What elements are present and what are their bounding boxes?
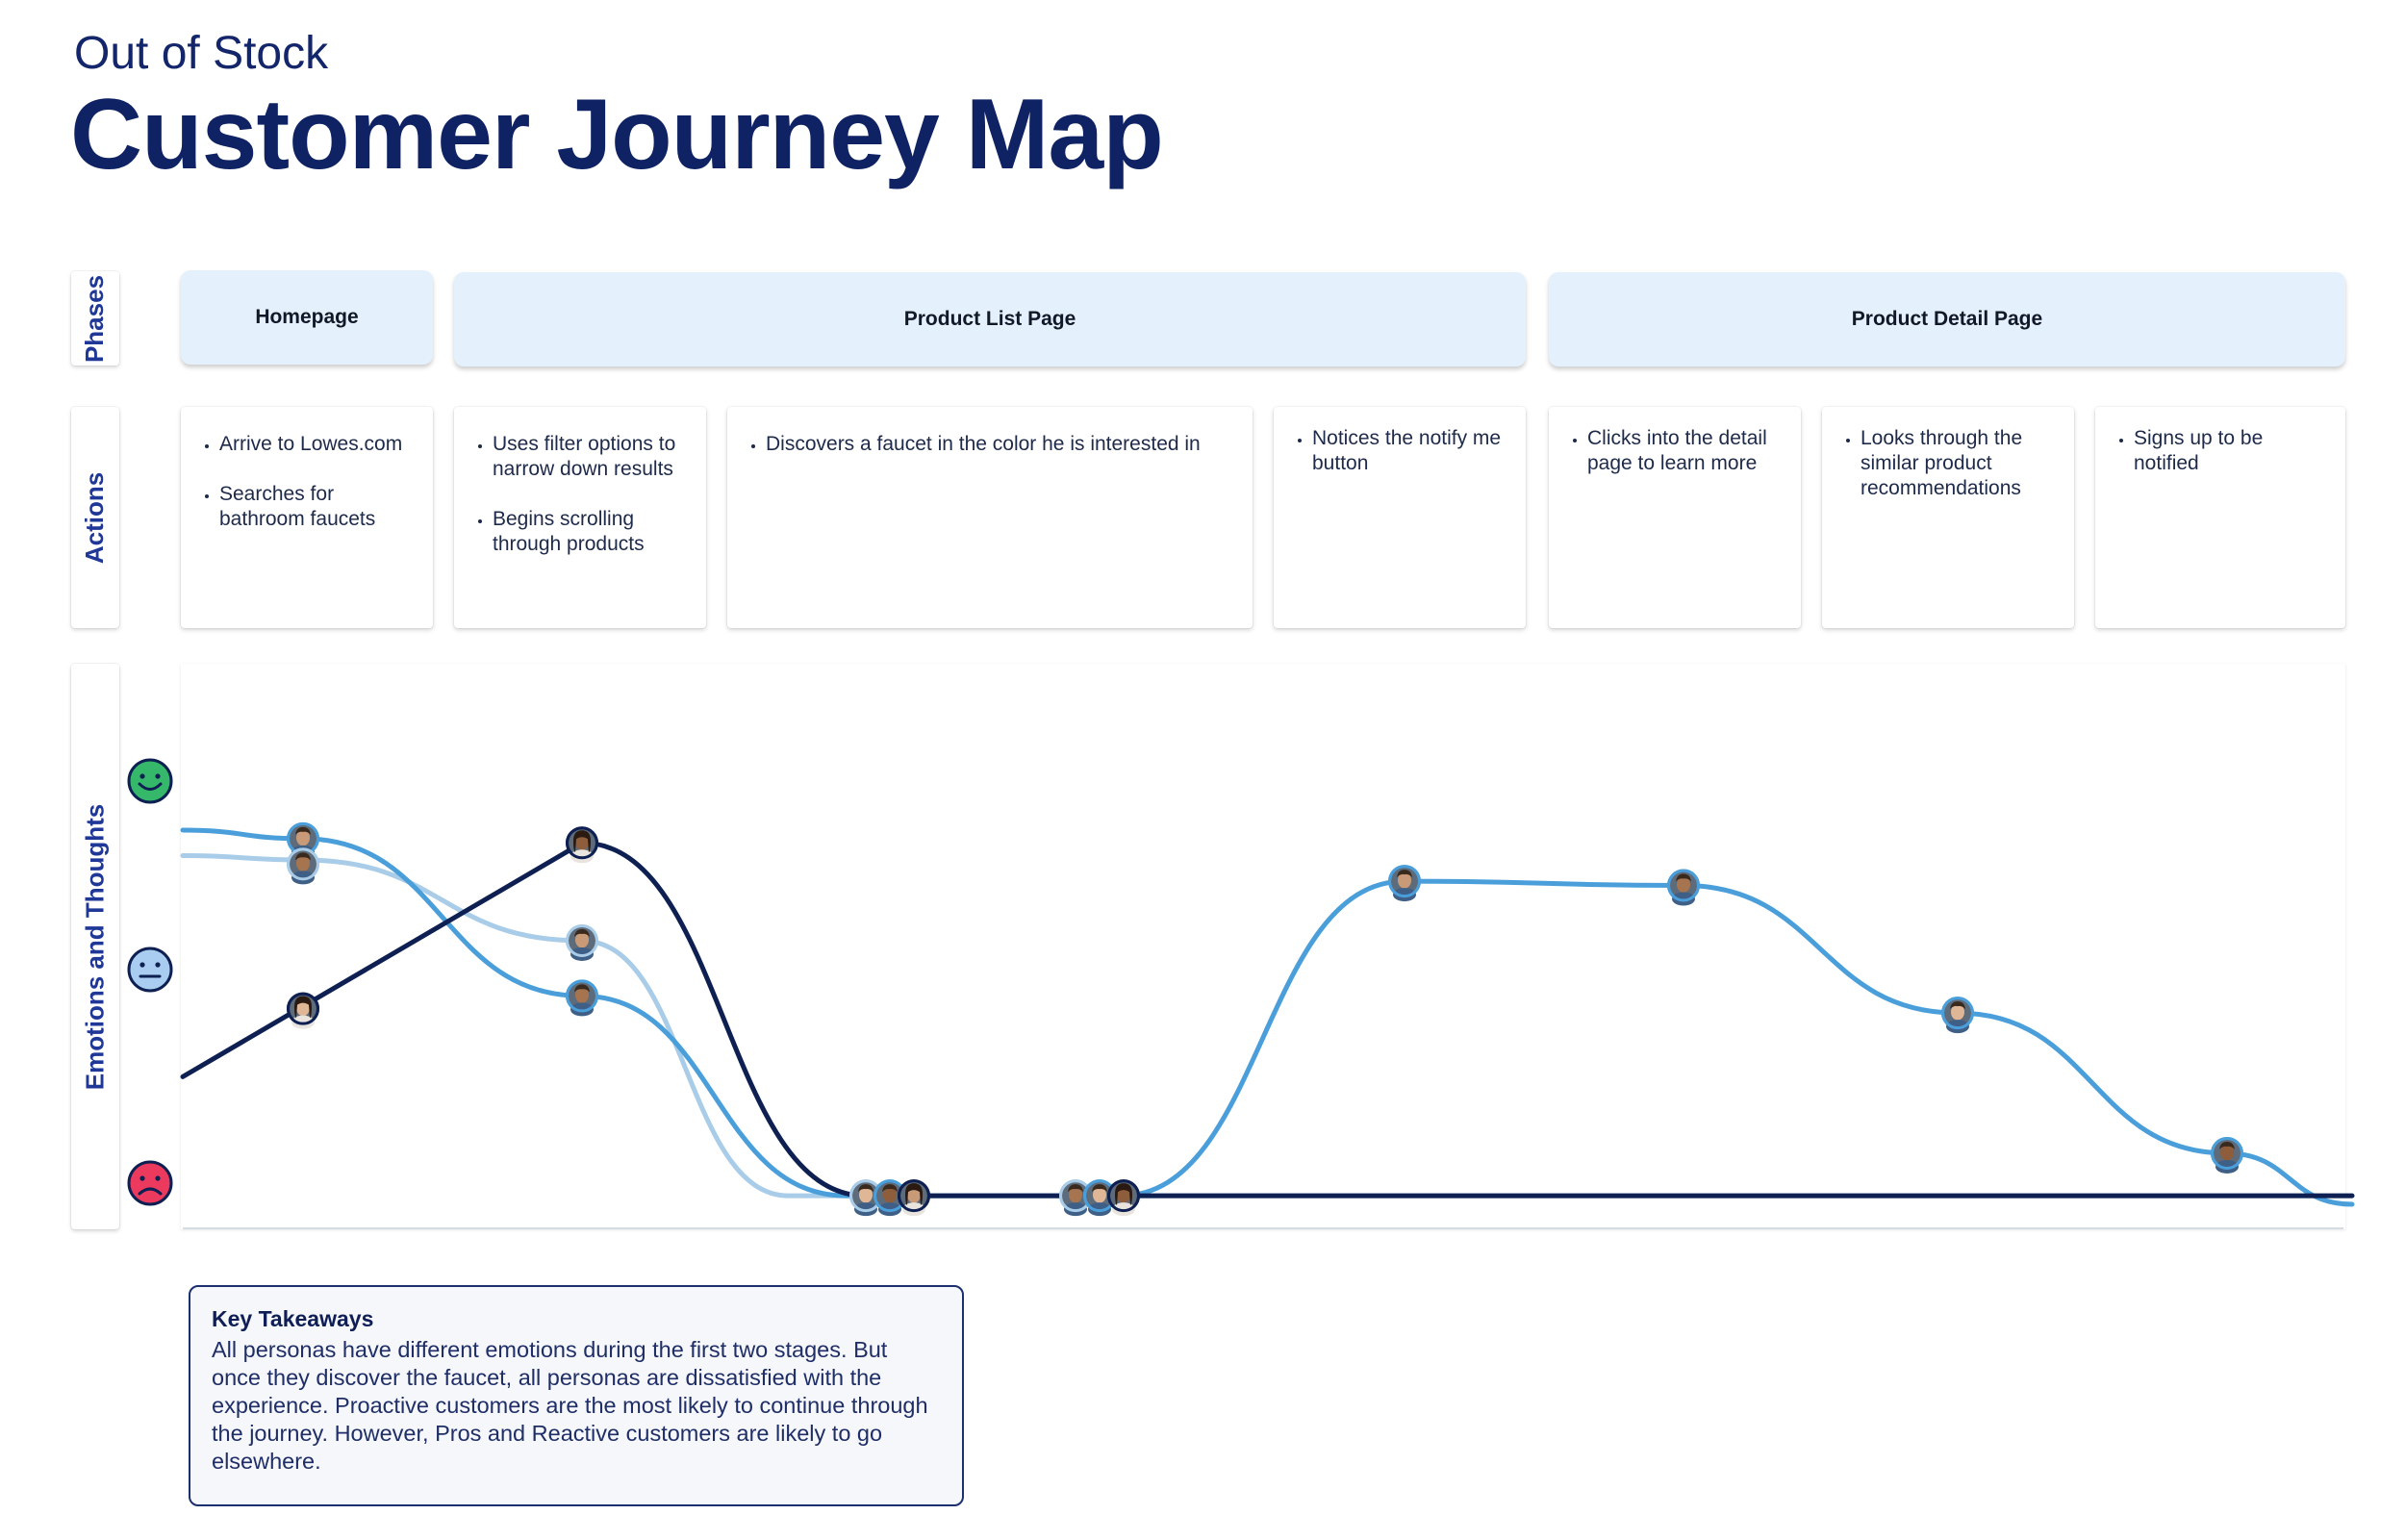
persona-avatar (898, 1179, 930, 1217)
action-item: Clicks into the detail page to learn mor… (1587, 426, 1787, 476)
page-title: Customer Journey Map (70, 79, 1164, 190)
action-card: Signs up to be notified (2095, 407, 2345, 628)
neutral-face-icon (127, 947, 173, 993)
persona-avatar (287, 992, 319, 1029)
row-label-actions: Actions (71, 407, 119, 628)
action-card: Notices the notify me button (1274, 407, 1526, 628)
action-item: Uses filter options to narrow down resul… (493, 432, 693, 482)
action-card: Discovers a faucet in the color he is in… (727, 407, 1253, 628)
persona-avatar (849, 1179, 882, 1217)
action-item: Searches for bathroom faucets (219, 482, 419, 532)
action-card: Looks through the similar product recomm… (1822, 407, 2074, 628)
happy-face-icon (127, 758, 173, 804)
persona-avatar (1941, 997, 1974, 1034)
emotion-chart-panel (181, 664, 2345, 1229)
persona-avatar (1107, 1179, 1140, 1217)
action-card: Arrive to Lowes.com Searches for bathroo… (181, 407, 433, 628)
row-label-emotions: Emotions and Thoughts (71, 664, 119, 1229)
row-label-phases: Phases (71, 271, 119, 366)
persona-avatar (1667, 869, 1700, 906)
sad-face-icon (127, 1160, 173, 1206)
persona-avatar (2211, 1136, 2243, 1174)
action-card: Uses filter options to narrow down resul… (454, 407, 706, 628)
action-item: Looks through the similar product recomm… (1861, 426, 2061, 501)
persona-avatar (287, 847, 319, 885)
emotion-curve (180, 827, 2355, 1207)
persona-avatar (566, 826, 598, 864)
page-subtitle: Out of Stock (74, 28, 329, 79)
persona-avatar (1388, 865, 1421, 902)
persona-avatar (566, 979, 598, 1017)
action-item: Signs up to be notified (2134, 426, 2332, 476)
key-takeaways-box: Key Takeaways All personas have differen… (189, 1285, 964, 1506)
action-card: Clicks into the detail page to learn mor… (1549, 407, 1801, 628)
persona-avatar (1059, 1179, 1092, 1217)
key-takeaways-title: Key Takeaways (212, 1306, 374, 1331)
action-item: Arrive to Lowes.com (219, 432, 419, 457)
action-item: Begins scrolling through products (493, 507, 693, 557)
action-item: Discovers a faucet in the color he is in… (766, 432, 1239, 457)
phase-product-detail-page: Product Detail Page (1549, 272, 2345, 366)
action-item: Notices the notify me button (1312, 426, 1512, 476)
persona-avatar (566, 923, 598, 961)
phase-homepage: Homepage (181, 270, 433, 365)
phase-product-list-page: Product List Page (454, 272, 1526, 366)
key-takeaways-body: All personas have different emotions dur… (212, 1337, 928, 1474)
emotion-curve (180, 840, 2355, 1199)
